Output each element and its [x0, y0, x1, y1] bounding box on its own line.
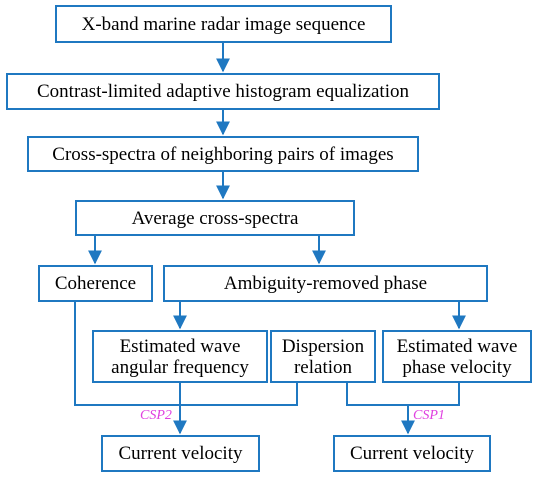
node-label: X-band marine radar image sequence — [81, 13, 366, 35]
node-wave-angular-frequency: Estimated wave angular frequency — [92, 330, 268, 383]
node-average-cross-spectra: Average cross-spectra — [75, 200, 355, 236]
connector-dispersion-to-merge-right — [346, 383, 408, 406]
node-label: Current velocity — [350, 443, 474, 464]
node-label: Estimated wave phase velocity — [396, 335, 518, 378]
node-label: Contrast-limited adaptive histogram equa… — [37, 81, 409, 102]
node-radar-image-sequence: X-band marine radar image sequence — [55, 5, 392, 43]
node-cross-spectra: Cross-spectra of neighboring pairs of im… — [27, 136, 419, 172]
node-label: Average cross-spectra — [131, 207, 299, 229]
node-label: Cross-spectra of neighboring pairs of im… — [52, 143, 394, 165]
node-dispersion-relation: Dispersion relation — [270, 330, 376, 383]
connector-coherence-to-merge — [74, 302, 180, 406]
node-coherence: Coherence — [38, 265, 153, 302]
connector-phase-velocity-to-merge — [408, 383, 460, 406]
node-wave-phase-velocity: Estimated wave phase velocity — [382, 330, 532, 383]
edge-label-csp1: CSP1 — [413, 408, 445, 423]
edge-label-csp2: CSP2 — [140, 408, 172, 423]
node-ambiguity-removed-phase: Ambiguity-removed phase — [163, 265, 488, 302]
node-histogram-equalization: Contrast-limited adaptive histogram equa… — [6, 73, 440, 110]
node-label: Current velocity — [118, 443, 243, 464]
connector-dispersion-to-merge-left — [180, 383, 298, 406]
node-current-velocity-right: Current velocity — [333, 435, 491, 472]
node-label: Coherence — [54, 273, 137, 294]
node-label: Dispersion relation — [281, 335, 365, 378]
node-current-velocity-left: Current velocity — [101, 435, 260, 472]
node-label: Estimated wave angular frequency — [111, 335, 249, 378]
node-label: Ambiguity-removed phase — [223, 273, 428, 294]
